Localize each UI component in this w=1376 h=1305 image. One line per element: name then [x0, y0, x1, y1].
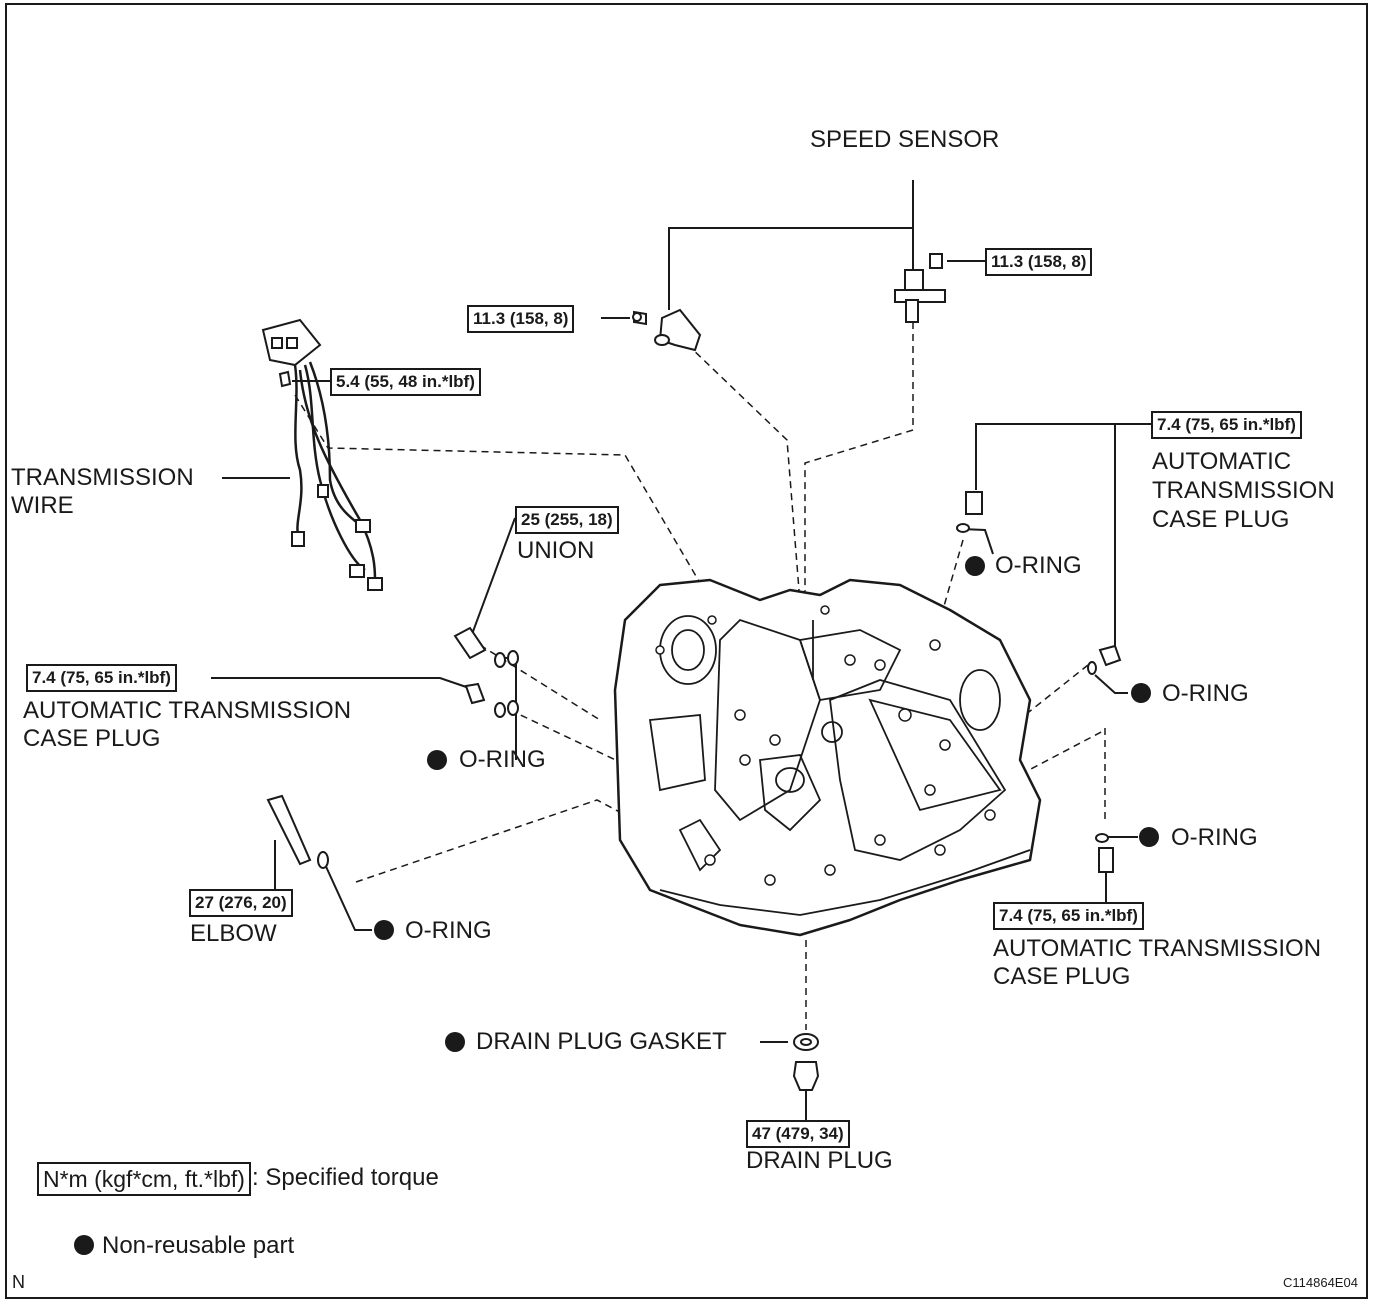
case-plug-top-right-label: AUTOMATIC TRANSMISSION CASE PLUG [1152, 448, 1335, 533]
elbow-label: ELBOW [190, 920, 277, 947]
drain-plug-label: DRAIN PLUG [746, 1147, 893, 1174]
torque-case-plug-top-right: 7.4 (75, 65 in.*lbf) [1151, 411, 1302, 439]
diagram-frame [5, 3, 1368, 1299]
legend-non-reusable-text: Non-reusable part [102, 1232, 295, 1259]
torque-elbow: 27 (276, 20) [189, 889, 293, 917]
torque-drain-plug: 47 (479, 34) [746, 1120, 850, 1148]
torque-case-plug-left: 7.4 (75, 65 in.*lbf) [26, 664, 177, 692]
speed-sensor-label: SPEED SENSOR [810, 126, 1000, 153]
torque-speed-sensor-right: 11.3 (158, 8) [985, 248, 1093, 276]
footer-left-mark: N [12, 1272, 25, 1292]
drain-plug-gasket-label: DRAIN PLUG GASKET [476, 1028, 727, 1055]
figure-id: C114864E04 [1283, 1275, 1358, 1290]
torque-case-plug-bottom-right: 7.4 (75, 65 in.*lbf) [993, 902, 1144, 930]
case-plug-bottom-right-label: AUTOMATIC TRANSMISSION CASE PLUG [993, 935, 1322, 990]
o-ring-label-elbow: O-RING [405, 917, 492, 944]
torque-speed-sensor-left: 11.3 (158, 8) [467, 305, 575, 333]
o-ring-label-top-right: O-RING [995, 552, 1082, 579]
o-ring-label-side-right: O-RING [1162, 680, 1249, 707]
legend-torque-desc: : Specified torque [252, 1164, 439, 1191]
torque-union: 25 (255, 18) [515, 506, 619, 534]
transmission-wire-label: TRANSMISSION WIRE [11, 464, 194, 519]
torque-transmission-wire: 5.4 (55, 48 in.*lbf) [330, 368, 481, 396]
non-reusable-dot-icon [74, 1235, 94, 1255]
union-label: UNION [517, 537, 595, 564]
o-ring-label-union: O-RING [459, 746, 546, 773]
case-plug-left-label: AUTOMATIC TRANSMISSION CASE PLUG [23, 697, 352, 752]
o-ring-label-bottom-right: O-RING [1171, 824, 1258, 851]
legend-non-reusable: Non-reusable part [74, 1232, 294, 1260]
legend-torque-units: N*m (kgf*cm, ft.*lbf) [37, 1162, 251, 1196]
